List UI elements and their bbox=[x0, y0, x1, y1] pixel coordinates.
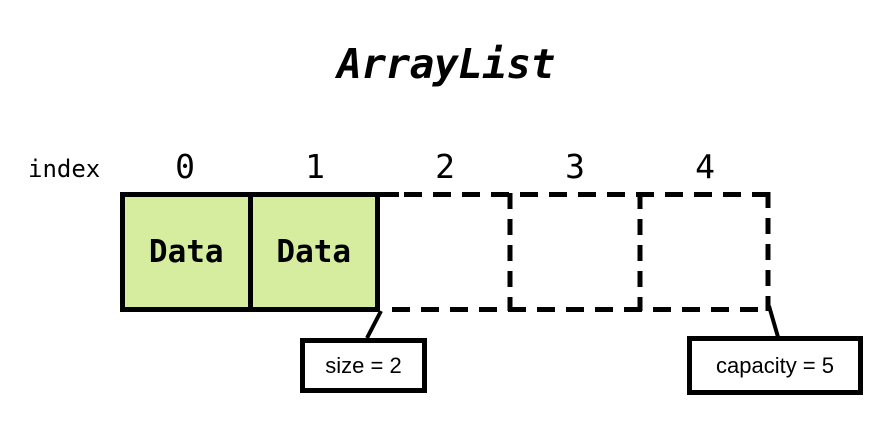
capacity-callout: capacity = 5 bbox=[687, 336, 863, 395]
array-cell-1: Data bbox=[252, 197, 375, 307]
index-number-3: 3 bbox=[565, 147, 585, 186]
index-number-0: 0 bbox=[175, 147, 195, 186]
size-connector-line bbox=[365, 310, 383, 339]
capacity-callout-label: capacity = 5 bbox=[715, 352, 834, 378]
array-cell-0: Data bbox=[125, 197, 253, 307]
size-callout: size = 2 bbox=[300, 338, 427, 393]
size-callout-label: size = 2 bbox=[325, 352, 402, 378]
index-number-4: 4 bbox=[695, 147, 715, 186]
capacity-connector-line bbox=[767, 305, 780, 338]
diagram-title: ArrayList bbox=[337, 40, 555, 88]
index-axis-label: index bbox=[28, 155, 101, 183]
index-number-1: 1 bbox=[305, 147, 325, 186]
index-number-2: 2 bbox=[435, 147, 455, 186]
filled-cells-group: Data Data bbox=[120, 192, 380, 312]
